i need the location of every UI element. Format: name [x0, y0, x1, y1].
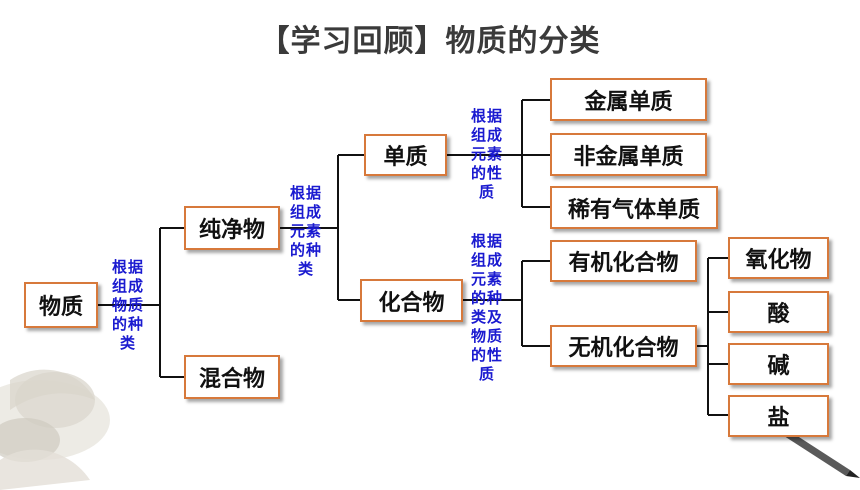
node-huahewu: 化合物: [360, 279, 463, 322]
node-youji-huahewu: 有机化合物: [550, 240, 697, 282]
node-hunhewu: 混合物: [184, 355, 280, 399]
node-yan: 盐: [728, 395, 829, 437]
node-feijinshu-danzhi: 非金属单质: [550, 133, 707, 176]
note-classify-by-element-property: 根据 组成 元素 的性 质: [470, 107, 503, 201]
node-jinshu-danzhi: 金属单质: [550, 78, 707, 121]
node-chunjingwu: 纯净物: [184, 206, 280, 250]
note-classify-by-element-and-property: 根据 组成 元素 的种 类及 物质 的性 质: [470, 232, 503, 383]
lotus-decoration: [0, 369, 110, 490]
node-yanghuawu: 氧化物: [728, 237, 829, 279]
node-jian: 碱: [728, 343, 829, 385]
node-wuzhi: 物质: [24, 282, 98, 328]
node-xiyou-qiti-danzhi: 稀有气体单质: [550, 186, 718, 229]
node-suan: 酸: [728, 291, 829, 333]
note-classify-by-substance-count: 根据 组成 物质 的种 类: [111, 258, 144, 352]
node-danzhi: 单质: [364, 134, 447, 176]
brush-decoration: [781, 428, 860, 478]
node-wuji-huahewu: 无机化合物: [550, 325, 697, 367]
note-classify-by-element-count: 根据 组成 元素 的种 类: [289, 184, 322, 278]
page-title: 【学习回顾】物质的分类: [259, 24, 601, 59]
